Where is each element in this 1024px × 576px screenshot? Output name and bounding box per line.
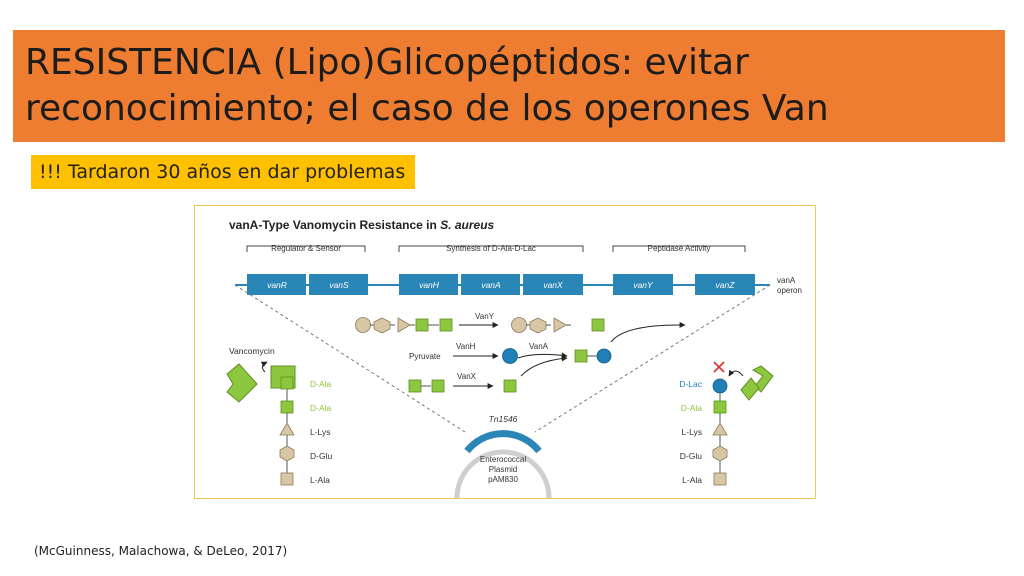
citation: (McGuinness, Malachowa, & DeLeo, 2017) bbox=[34, 544, 288, 558]
gene-box-vanh bbox=[399, 274, 458, 295]
right-chain-label-1: D-Lac bbox=[679, 379, 702, 389]
enzyme-label-vanh: VanH bbox=[456, 342, 476, 351]
pyruvate-label: Pyruvate bbox=[409, 352, 441, 361]
left-chain-label-2: D-Ala bbox=[310, 403, 332, 413]
gene-box-vana bbox=[461, 274, 520, 295]
plasmid-label-3: pAM830 bbox=[488, 475, 518, 484]
subtitle-callout: !!! Tardaron 30 años en dar problemas bbox=[31, 155, 416, 189]
group-label-peptidase: Peptidase Activity bbox=[648, 244, 711, 253]
gene-box-vanz bbox=[695, 274, 755, 295]
group-brackets bbox=[246, 245, 746, 252]
group-label-regulator: Regulator & Sensor bbox=[271, 244, 341, 253]
right-chain-label-5: L-Ala bbox=[682, 475, 702, 485]
gene-label-vanr: vanR bbox=[267, 280, 287, 290]
gene-label-vanx: vanX bbox=[543, 280, 563, 290]
gene-box-vans bbox=[309, 274, 368, 295]
gene-box-vanx bbox=[523, 274, 583, 295]
right-peptide-chain bbox=[712, 378, 728, 486]
slide-title: RESISTENCIA (Lipo)Glicopéptidos: evitar … bbox=[25, 42, 829, 129]
vana-diagram: vanA-Type Vanomycin Resistance in S. aur… bbox=[226, 218, 802, 498]
gene-box-vanr bbox=[247, 274, 306, 295]
plasmid-label-2: Plasmid bbox=[489, 465, 517, 474]
expansion-cone bbox=[234, 284, 771, 433]
enzyme-label-vany: VanY bbox=[475, 312, 495, 321]
plasmid-label-1: Enterococcal bbox=[480, 455, 526, 464]
vancomycin-label: Vancomycin bbox=[229, 346, 275, 356]
right-chain-label-2: D-Ala bbox=[681, 403, 703, 413]
operon-label-1: vanA bbox=[777, 276, 796, 285]
vanx-reaction bbox=[408, 355, 568, 393]
gene-box-vany bbox=[613, 274, 673, 295]
left-chain-label-4: D-Glu bbox=[310, 451, 332, 461]
right-chain-label-4: D-Glu bbox=[680, 451, 702, 461]
left-peptide-chain bbox=[279, 376, 295, 486]
gene-label-vanh: vanH bbox=[419, 280, 440, 290]
gene-label-vana: vanA bbox=[481, 280, 501, 290]
operon-label-2: operon bbox=[777, 286, 802, 295]
enzyme-label-vanx: VanX bbox=[457, 372, 477, 381]
group-label-synthesis: Synthesis of D-Ala-D-Lac bbox=[446, 244, 536, 253]
plasmid bbox=[454, 430, 552, 498]
vancomycin-molecule-right bbox=[740, 365, 774, 401]
right-chain-label-3: L-Lys bbox=[682, 427, 702, 437]
left-chain-label-1: D-Ala bbox=[310, 379, 332, 389]
left-chain-label-5: L-Ala bbox=[310, 475, 330, 485]
gene-label-vans: vanS bbox=[329, 280, 349, 290]
transposon-label: Tn1546 bbox=[489, 414, 518, 424]
vany-reaction bbox=[355, 317, 686, 343]
vanh-vana-reaction bbox=[453, 348, 612, 364]
vana-figure: vanA-Type Vanomycin Resistance in S. aur… bbox=[194, 205, 816, 499]
gene-label-vany: vanY bbox=[633, 280, 654, 290]
blocked-binding-marker bbox=[713, 361, 744, 377]
title-bar: RESISTENCIA (Lipo)Glicopéptidos: evitar … bbox=[13, 30, 1005, 142]
gene-boxes bbox=[247, 274, 755, 295]
gene-label-vanz: vanZ bbox=[716, 280, 736, 290]
enzyme-label-vana: VanA bbox=[529, 342, 549, 351]
left-chain-label-3: L-Lys bbox=[310, 427, 330, 437]
figure-title: vanA-Type Vanomycin Resistance in S. aur… bbox=[229, 218, 495, 232]
